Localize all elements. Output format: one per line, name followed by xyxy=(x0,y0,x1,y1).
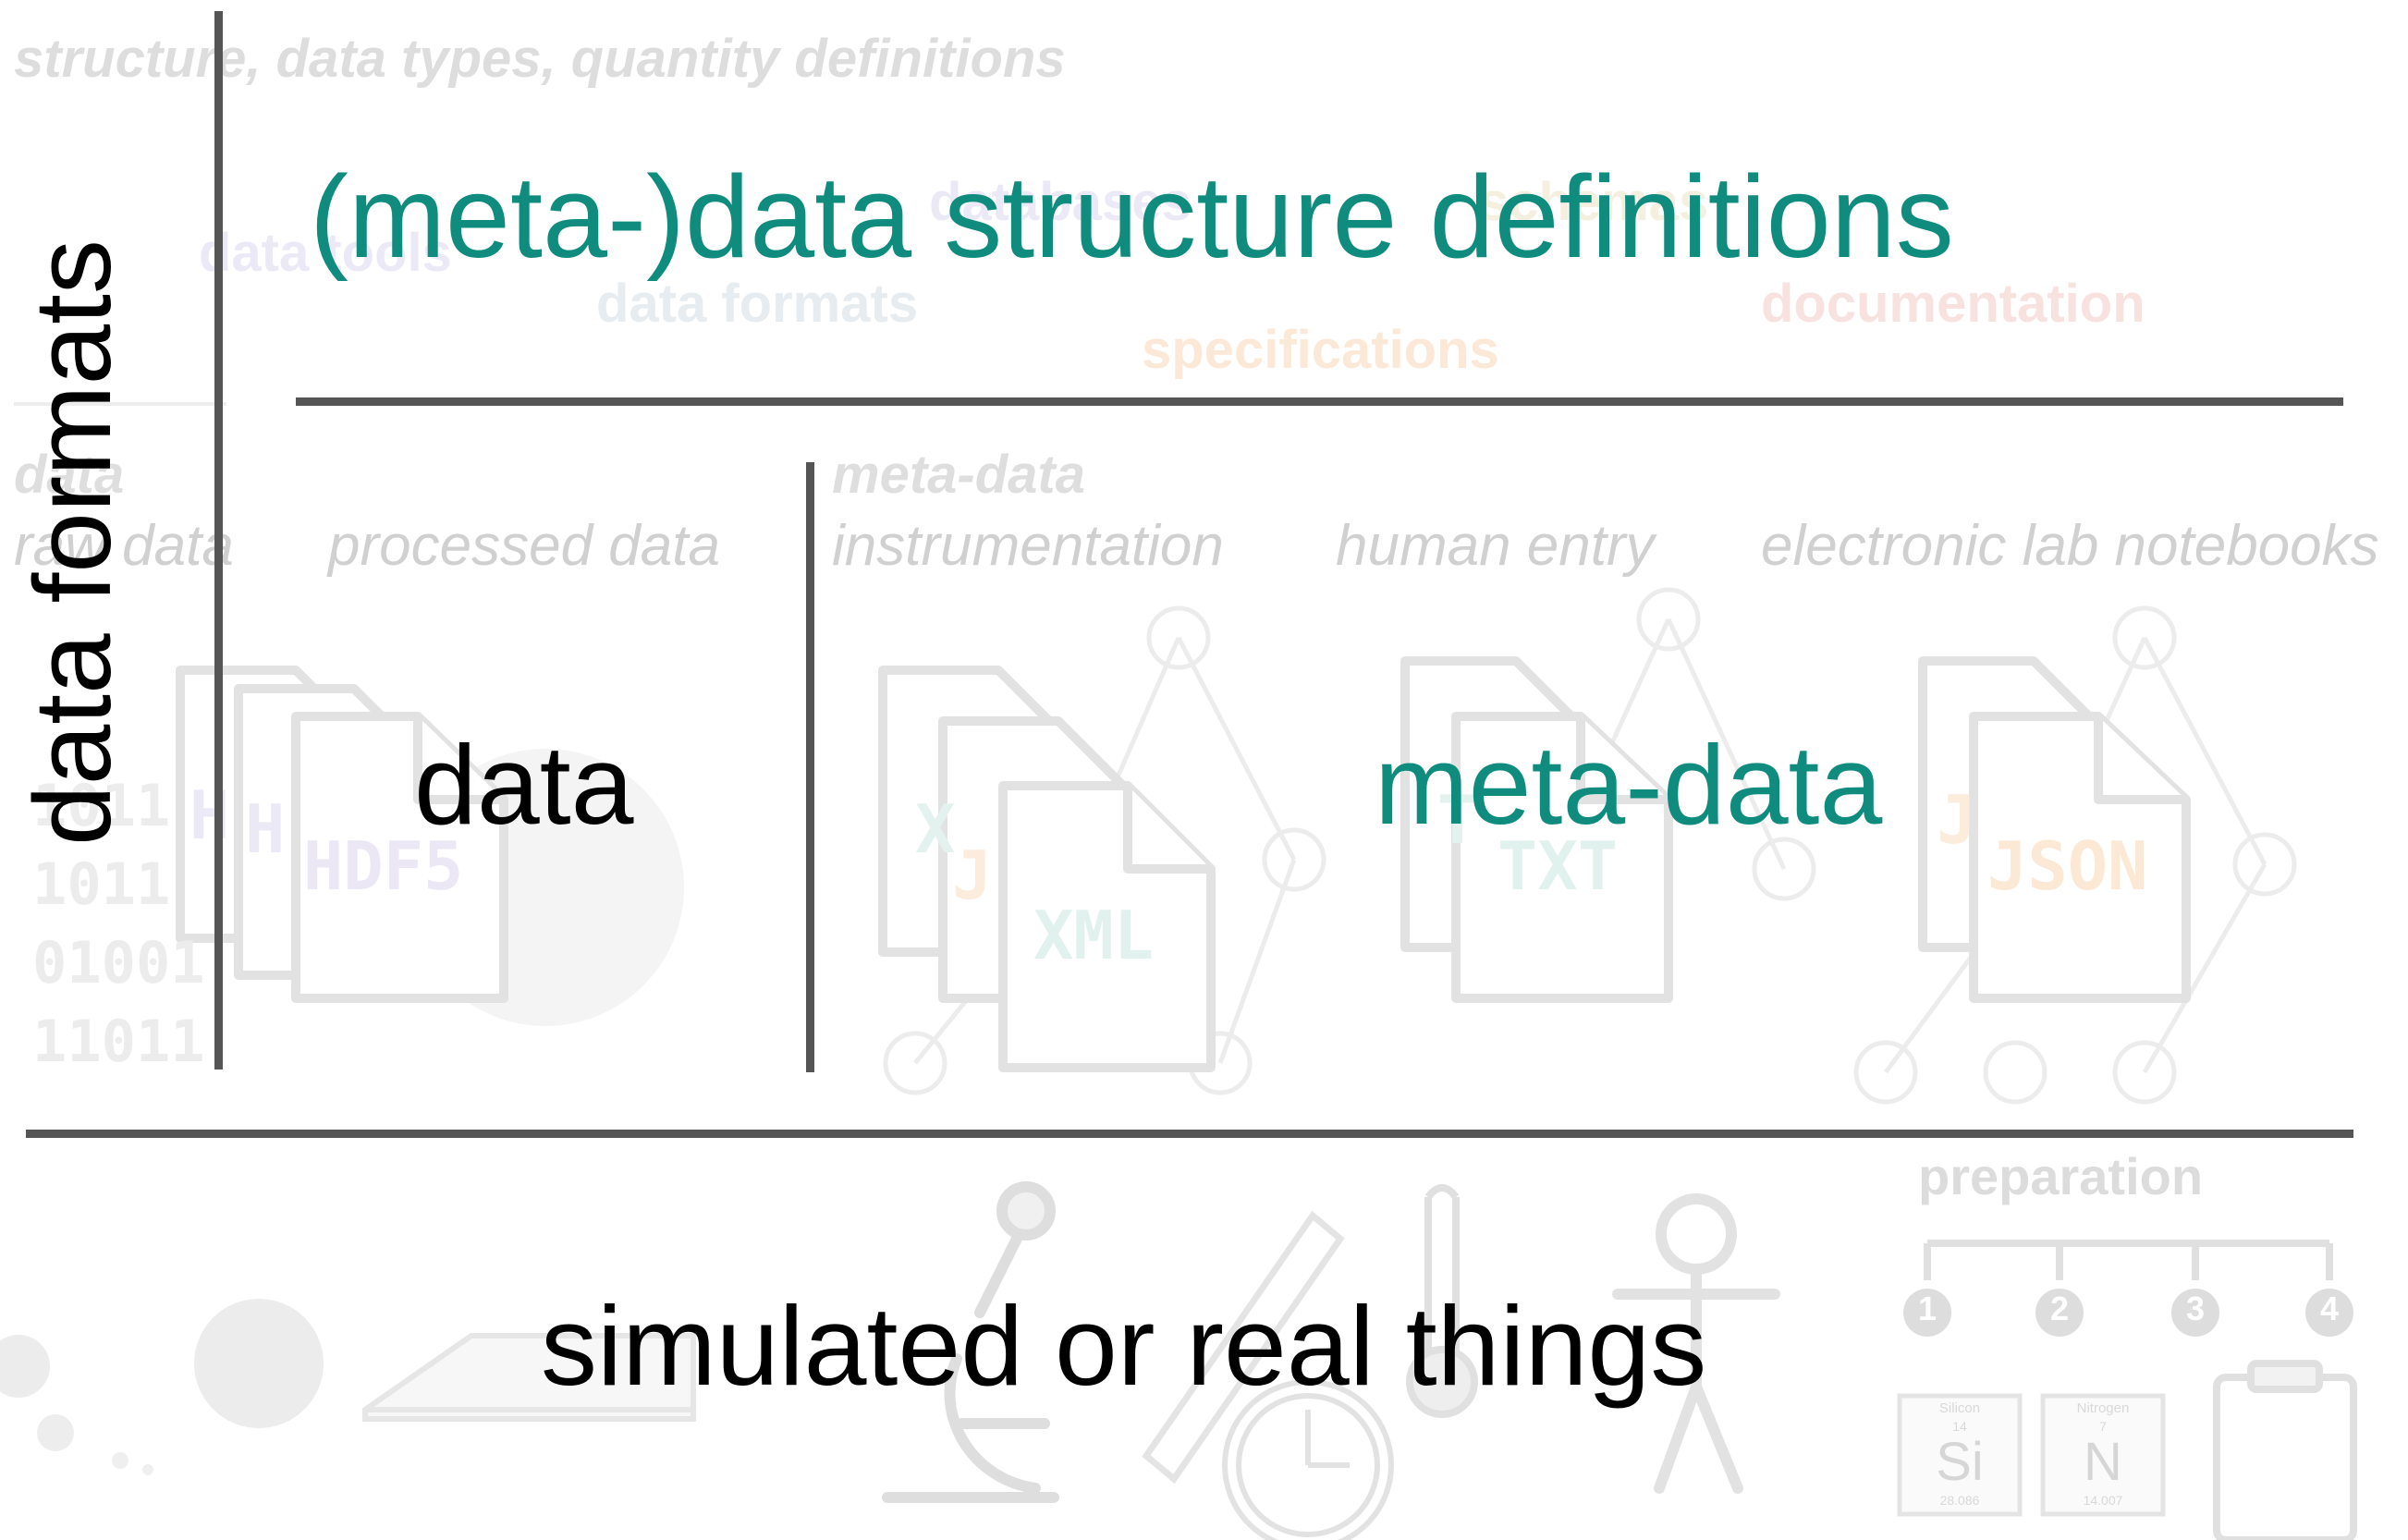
element-number: 7 xyxy=(2099,1419,2107,1434)
processed-data-label: processed data xyxy=(328,514,720,578)
vertical-divider-left xyxy=(214,11,223,1069)
bg-term-databases: databases xyxy=(929,172,1192,232)
page-title: (meta-)data structure definitions xyxy=(310,152,1954,282)
binary-row: 01001 xyxy=(32,929,205,996)
plate-icon xyxy=(362,1333,696,1422)
eln-label: electronic lab notebooks xyxy=(1761,514,2379,578)
file-badge-j: J xyxy=(1937,781,1977,859)
spheres-icon xyxy=(0,1299,324,1475)
metadata-label: meta-data xyxy=(1375,722,1883,848)
things-label: simulated or real things xyxy=(541,1283,1707,1409)
file-badge-txt: TXT xyxy=(1497,827,1619,905)
network-graph-icon xyxy=(883,587,2297,1105)
faint-divider xyxy=(14,402,226,406)
bg-term-data-formats: data formats xyxy=(596,274,919,334)
human-entry-label: human entry xyxy=(1336,514,1655,578)
binary-row: 1011 xyxy=(32,772,171,839)
ruler-icon xyxy=(1142,1210,1345,1485)
data-faint-header: data xyxy=(14,445,125,505)
structure-caption: structure, data types, quantity definiti… xyxy=(14,29,1066,89)
thermometer-icon xyxy=(1406,1184,1478,1418)
step-number: 3 xyxy=(2185,1289,2206,1327)
step-number: 1 xyxy=(1917,1289,1937,1327)
raw-data-label: raw data xyxy=(14,514,234,578)
preparation-title: preparation xyxy=(1918,1147,2204,1205)
file-badge-t: T xyxy=(1437,781,1478,859)
file-badge-h: H xyxy=(245,790,286,868)
metadata-faint-header: meta-data xyxy=(832,445,1085,505)
file-stack-icon xyxy=(1400,656,1673,1003)
element-name: Nitrogen xyxy=(2076,1400,2130,1416)
element-number: 14 xyxy=(1952,1419,1967,1434)
horizontal-divider-bottom xyxy=(26,1130,2353,1138)
file-stack-icon xyxy=(1918,656,2191,1003)
vertical-divider-middle xyxy=(806,462,814,1072)
instrumentation-label: instrumentation xyxy=(832,514,1224,578)
preparation-tree-icon xyxy=(1924,1240,2333,1280)
file-stack-icon xyxy=(176,666,508,1003)
element-mass: 14.007 xyxy=(2083,1493,2123,1508)
file-badge-j: J xyxy=(952,837,993,914)
horizontal-divider-top xyxy=(296,397,2343,406)
step-number: 4 xyxy=(2319,1289,2340,1327)
data-label: data xyxy=(414,722,634,848)
step-circles-icon xyxy=(1903,1289,2353,1337)
bg-term-data-tools: data tools xyxy=(199,223,452,283)
bg-term-documentation: documentation xyxy=(1761,274,2145,334)
periodic-tile-icon xyxy=(1897,1393,2166,1517)
bg-term-specifications: specifications xyxy=(1142,320,1499,380)
clock-icon xyxy=(1222,1379,1394,1540)
side-label-data-formats: data formats xyxy=(12,239,134,846)
clipboard-icon xyxy=(2213,1360,2357,1540)
file-badge-xml: XML xyxy=(1033,897,1155,974)
element-mass: 28.086 xyxy=(1939,1493,1980,1508)
step-number: 2 xyxy=(2049,1289,2070,1327)
microscope-icon xyxy=(882,1181,1059,1503)
stick-figure-icon xyxy=(1612,1193,1780,1494)
element-name: Silicon xyxy=(1938,1400,1981,1416)
element-symbol: Si xyxy=(1936,1432,1984,1492)
binary-row: 1011 xyxy=(32,850,171,918)
element-symbol: N xyxy=(2084,1432,2122,1492)
bg-term-schemas: schemas xyxy=(1479,172,1709,232)
file-badge-h: H xyxy=(189,776,230,854)
file-stack-icon xyxy=(878,666,1216,1072)
binary-row: 11011 xyxy=(32,1008,205,1075)
file-badge-hdf5: HDF5 xyxy=(303,827,464,905)
file-badge-x: X xyxy=(915,790,956,868)
file-badge-json: JSON xyxy=(1987,827,2148,905)
